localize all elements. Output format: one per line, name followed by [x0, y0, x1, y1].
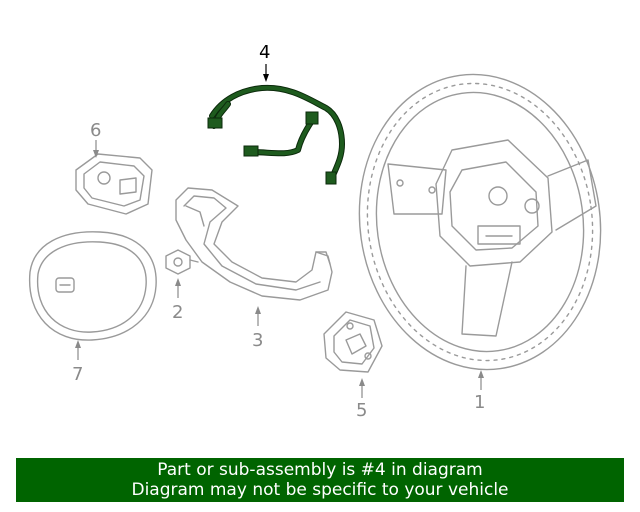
left-switch [75, 140, 153, 215]
callout-3: 3 [252, 330, 263, 351]
parts-diagram: 1 2 3 4 5 6 7 [28, 42, 602, 421]
wiring-harness [207, 64, 345, 185]
air-bag-module [28, 231, 157, 360]
right-switch [323, 311, 383, 398]
callout-7: 7 [72, 364, 83, 385]
banner-line-disclaimer: Diagram may not be specific to your vehi… [131, 480, 509, 500]
callout-4: 4 [259, 42, 270, 63]
diagram-notice-banner: Part or sub-assembly is #4 in diagram Di… [16, 458, 624, 502]
callout-6: 6 [90, 120, 101, 141]
steering-wheel [358, 73, 602, 390]
bolt [165, 249, 199, 298]
callout-1: 1 [474, 392, 485, 413]
callout-5: 5 [356, 400, 367, 421]
trim-bezel [175, 187, 333, 326]
banner-line-part: Part or sub-assembly is #4 in diagram [157, 460, 483, 480]
callout-2: 2 [172, 302, 183, 323]
